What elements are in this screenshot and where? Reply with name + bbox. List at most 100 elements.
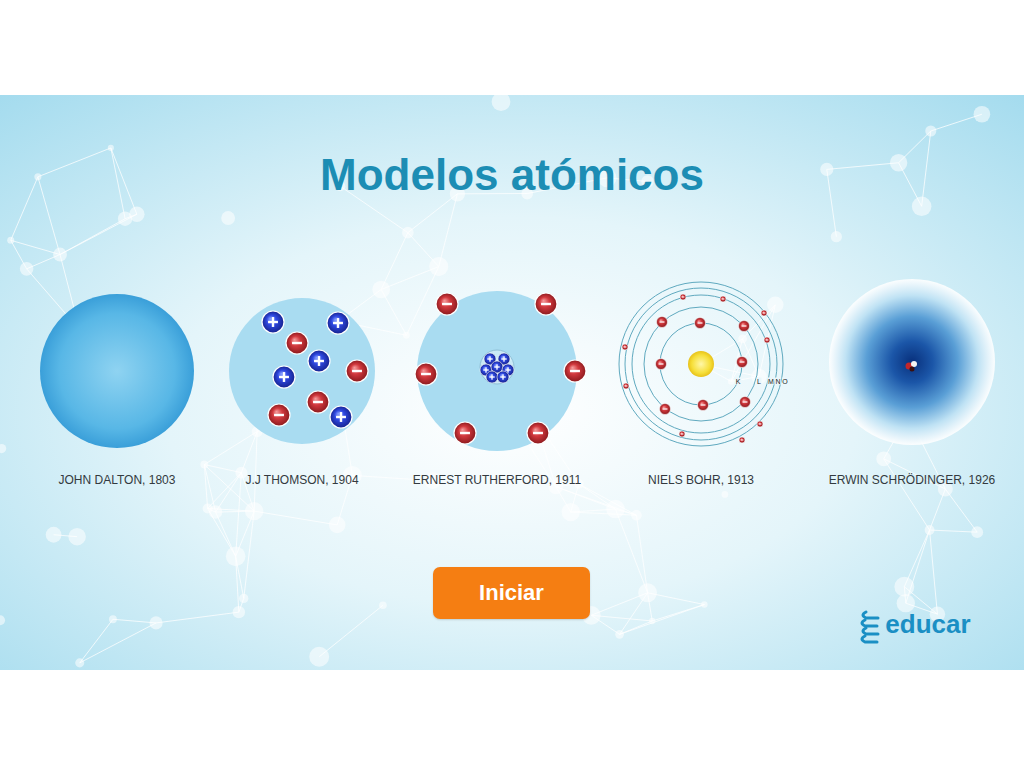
molecule-network bbox=[204, 432, 257, 465]
thomson-model bbox=[262, 311, 284, 333]
text-stack: NIELS BOHR, 1913 bbox=[616, 470, 786, 488]
thomson-model bbox=[273, 366, 295, 388]
schrodinger-cloud bbox=[910, 367, 915, 372]
molecule-network bbox=[80, 619, 113, 663]
rutherford-model bbox=[485, 367, 486, 372]
bohr-model bbox=[660, 404, 671, 415]
rutherford-model bbox=[489, 356, 490, 361]
molecule-network bbox=[0, 444, 6, 453]
molecule-network bbox=[922, 131, 931, 206]
bohr-model bbox=[742, 325, 747, 326]
molecule-network bbox=[200, 461, 208, 469]
molecule-network bbox=[233, 606, 245, 618]
molecule-network bbox=[75, 658, 84, 667]
thomson-model bbox=[318, 356, 320, 366]
model-caption: JOHN DALTON, 1803 bbox=[59, 473, 176, 487]
bohr-model bbox=[680, 294, 686, 300]
molecule-network bbox=[203, 503, 213, 513]
thomson-model bbox=[274, 414, 284, 416]
bohr-model bbox=[679, 431, 685, 437]
bohr-model bbox=[763, 313, 766, 314]
thomson-model bbox=[307, 391, 329, 413]
schrodinger-cloud bbox=[911, 361, 917, 367]
molecule-network bbox=[150, 616, 163, 629]
bohr-model bbox=[764, 337, 770, 343]
thomson-model bbox=[352, 370, 362, 372]
rutherford-model bbox=[527, 422, 549, 444]
text-stack: J.J THOMSON, 1904 bbox=[217, 470, 387, 488]
molecule-network bbox=[925, 525, 935, 535]
thomson-model bbox=[308, 350, 330, 372]
molecule-network bbox=[38, 148, 111, 177]
molecule-network bbox=[649, 618, 655, 624]
bohr-model bbox=[740, 397, 751, 408]
atom-model: JOHN DALTON, 1803 bbox=[32, 286, 202, 488]
molecule-network bbox=[429, 257, 448, 276]
logo-mark bbox=[862, 620, 877, 626]
molecule-network bbox=[379, 601, 387, 609]
bohr-model bbox=[698, 322, 703, 323]
rutherford-model bbox=[564, 360, 586, 382]
rutherford-model bbox=[442, 303, 452, 305]
thomson-model bbox=[340, 412, 342, 422]
molecule-network bbox=[722, 491, 729, 498]
molecule-network bbox=[615, 509, 647, 593]
bohr-model bbox=[622, 344, 628, 350]
start-button: Iniciar bbox=[433, 567, 590, 619]
molecule-network bbox=[615, 630, 624, 639]
panel-ground bbox=[0, 95, 1024, 670]
logo-mark bbox=[863, 628, 878, 634]
molecule-network bbox=[876, 451, 891, 466]
molecule-network bbox=[701, 601, 708, 608]
rutherford-model bbox=[533, 432, 543, 434]
schrodinger-cloud bbox=[829, 279, 995, 445]
button-label: Iniciar bbox=[479, 580, 544, 606]
shell-letter: N bbox=[775, 378, 781, 385]
bohr-model bbox=[695, 318, 706, 329]
bohr-model bbox=[722, 299, 725, 300]
molecule-network bbox=[890, 154, 907, 171]
molecule-network bbox=[38, 177, 60, 255]
bohr-model bbox=[619, 282, 783, 446]
bohr-model bbox=[739, 321, 750, 332]
molecule-network bbox=[930, 530, 938, 614]
rutherford-model bbox=[497, 371, 509, 383]
rutherford-model bbox=[480, 350, 514, 384]
bohr-model bbox=[619, 282, 783, 446]
molecule-network bbox=[245, 502, 263, 520]
dalton-sphere bbox=[40, 294, 194, 448]
rutherford-model bbox=[436, 293, 458, 315]
molecule-network bbox=[7, 237, 14, 244]
page-title: Modelos atómicos bbox=[0, 150, 1024, 200]
molecule-network bbox=[221, 211, 235, 225]
molecule-network bbox=[20, 262, 34, 276]
text-stack: ERNEST RUTHERFORD, 1911 bbox=[407, 470, 587, 488]
rutherford-model bbox=[417, 291, 577, 451]
bohr-model bbox=[741, 440, 744, 441]
rutherford-model bbox=[491, 374, 492, 379]
thomson-model bbox=[272, 317, 274, 327]
text-stack: Iniciar bbox=[479, 580, 544, 606]
molecule-network bbox=[0, 615, 5, 625]
brand-logo: educar bbox=[885, 611, 970, 637]
rutherford-model bbox=[486, 371, 498, 383]
molecule-network bbox=[492, 92, 511, 111]
bohr-model bbox=[757, 421, 763, 427]
molecule-network bbox=[372, 281, 390, 299]
molecule-network bbox=[402, 227, 414, 239]
bohr-model bbox=[625, 386, 628, 387]
bohr-model bbox=[739, 437, 745, 443]
atom-model: ERWIN SCHRÖDINGER, 1926 bbox=[823, 286, 1001, 488]
molecule-network bbox=[108, 145, 114, 151]
bohr-model bbox=[660, 323, 742, 405]
rutherford-model bbox=[507, 367, 508, 372]
molecule-network bbox=[925, 125, 936, 136]
thomson-model bbox=[229, 298, 375, 444]
thomson-model bbox=[283, 372, 285, 382]
molecule-network bbox=[820, 163, 833, 176]
rutherford-model bbox=[415, 291, 586, 451]
logo-mark bbox=[862, 636, 877, 642]
molecule-network bbox=[309, 647, 329, 667]
molecule-network bbox=[408, 194, 458, 233]
molecule-network bbox=[606, 500, 625, 519]
